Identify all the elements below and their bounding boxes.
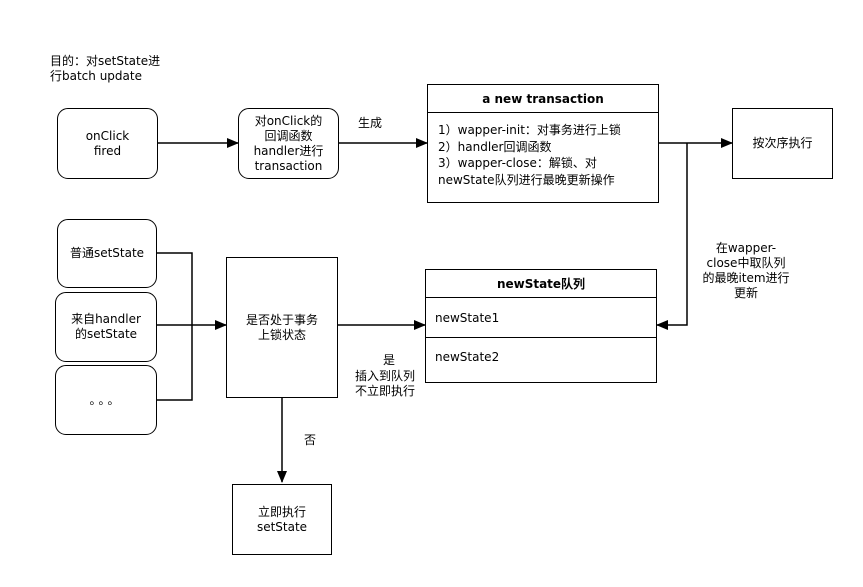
node-sequential-execute: 按次序执行 — [732, 108, 833, 179]
node-immediate-setstate: 立即执行 setState — [232, 484, 332, 555]
node-lock-check: 是否处于事务 上锁状态 — [226, 257, 338, 398]
newstate-queue-box: newState队列 newState1 newState2 — [425, 269, 657, 383]
line-ellipsis — [157, 325, 193, 401]
arrow-close-to-queue — [656, 143, 688, 330]
node-onclick-fired: onClick fired — [57, 108, 158, 179]
node-ellipsis: 。。。 — [55, 365, 157, 435]
label-no: 否 — [304, 433, 317, 447]
transaction-box: a new transaction 1）wapper-init：对事务进行上锁 … — [427, 84, 659, 203]
transaction-step: 2）handler回调函数 — [438, 139, 552, 154]
transaction-title: a new transaction — [428, 85, 658, 113]
goal-note: 目的：对setState进 行batch update — [50, 54, 161, 83]
label-insert-queue: 插入到队列 不立即执行 — [355, 369, 416, 398]
transaction-step: 3）wapper-close：解锁、对 newState队列进行最晚更新操作 — [438, 156, 615, 187]
line-normal-setstate — [157, 252, 193, 325]
node-handler-setstate: 来自handler 的setState — [55, 292, 157, 362]
queue-item: newState2 — [426, 337, 656, 376]
queue-item: newState1 — [435, 310, 500, 325]
node-normal-setstate: 普通setState — [57, 219, 157, 288]
transaction-step: 1）wapper-init：对事务进行上锁 — [438, 123, 621, 137]
node-handler-transaction: 对onClick的 回调函数 handler进行 transaction — [238, 108, 339, 179]
label-generate: 生成 — [358, 116, 383, 130]
label-yes: 是 — [383, 353, 396, 367]
transaction-steps: 1）wapper-init：对事务进行上锁 2）handler回调函数 3）wa… — [428, 113, 658, 197]
label-close-update: 在wapper- close中取队列 的最晚item进行 更新 — [702, 241, 790, 300]
queue-title: newState队列 — [426, 270, 656, 298]
